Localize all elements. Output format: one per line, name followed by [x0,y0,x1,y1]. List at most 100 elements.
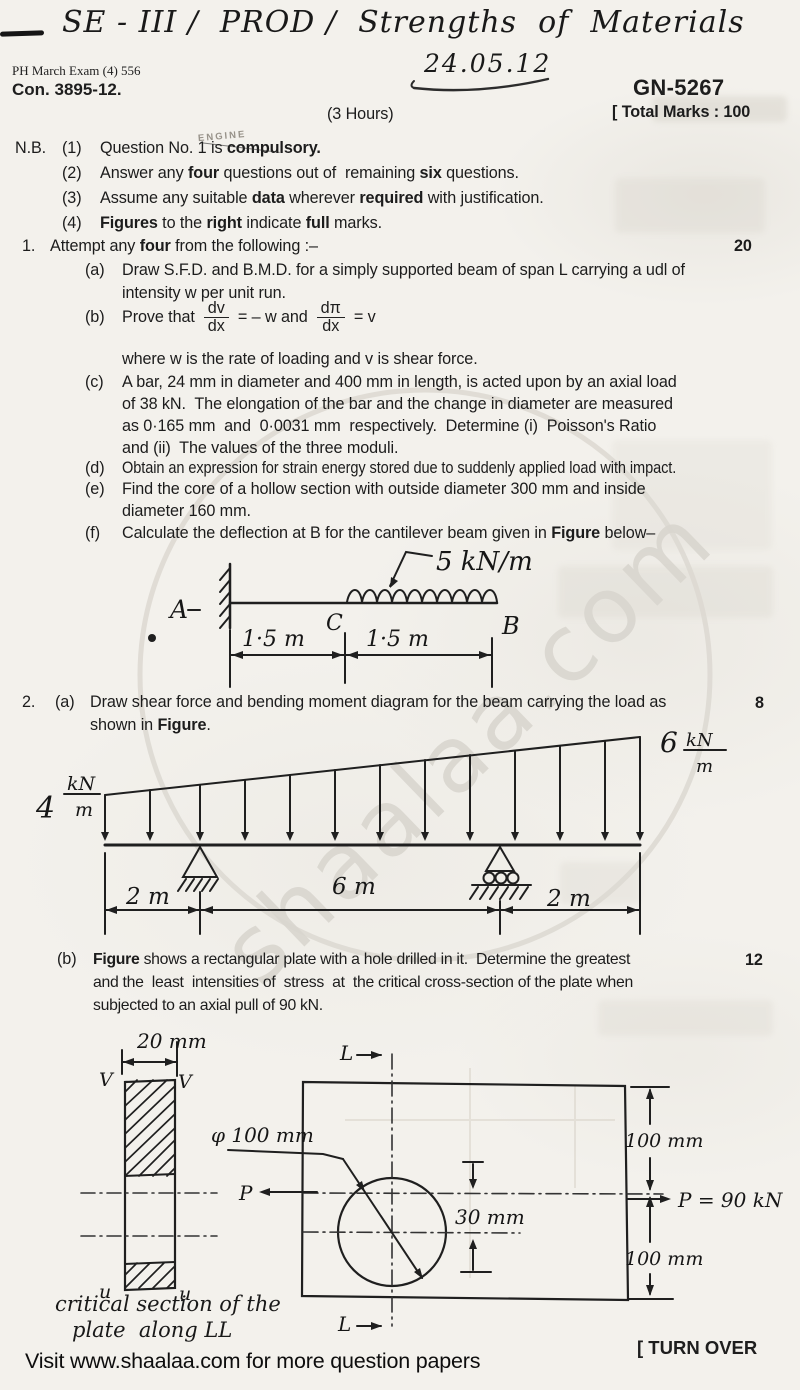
L-label-bottom: L [337,1312,351,1336]
dim-mid-label: 6 m [332,874,376,900]
q1b-prefix: Prove that [122,308,195,327]
strip-width-label: 20 mm [136,1029,207,1053]
roller-hatching [469,886,529,900]
udl-value-label: 5 kN/m [436,547,533,577]
duration-text: (3 Hours) [327,105,394,123]
q1b-equals-2: = v [353,308,376,327]
nb-item-number: (1) [62,139,82,157]
load-arrows [104,736,641,833]
q2b-line: subjected to an axial pull of 90 kN. [93,997,323,1014]
q1-intro: Attempt any four from the following :– [50,237,318,255]
fraction-denominator: dx [322,317,340,336]
figure-2b-plate-with-hole: 20 mm V V u u φ 100 mm P 30 mm 100 mm 10… [80,1029,784,1336]
nb-item-text: Question No. 1 is compulsory. [100,139,321,157]
q1c-line: and (ii) The values of the three moduli. [122,439,399,457]
roller-circle [494,871,508,885]
q1d-line: Obtain an expression for strain energy s… [122,459,677,477]
q1-number: 1. [22,237,36,255]
right-load-unit-numerator: kN [686,730,714,751]
pin-support-hatching [177,878,219,892]
handwritten-subject-title: SE - III / PROD / Strengths of Materials [62,5,745,40]
turn-over-text: [ TURN OVER [637,1337,758,1358]
q2a-label: (a) [55,693,75,711]
plate-outline [300,1080,630,1302]
left-load-unit-denominator: m [75,799,93,821]
offset-30mm-label: 30 mm [455,1205,525,1229]
load-top-line [104,736,641,796]
q1b-where-line: where w is the rate of loading and v is … [122,350,478,368]
section-strip-outline [123,1078,177,1292]
bleed-through-smudge [598,1000,773,1036]
bleed-through-smudge [652,96,787,122]
hole-diameter-label: φ 100 mm [211,1123,314,1147]
con-number: Con. 3895-12. [12,80,122,99]
q1c-line: A bar, 24 mm in diameter and 400 mm in l… [122,373,677,391]
q1-marks: 20 [734,237,752,255]
q1f-label: (f) [85,524,100,542]
q1a-label: (a) [85,261,105,279]
q1e-label: (e) [85,480,105,498]
q2-number: 2. [22,693,36,711]
roller-support-triangle [484,845,516,872]
exam-reference-text: PH March Exam (4) 556 [12,63,141,78]
dia-diameter-line [342,1158,423,1279]
left-load-value: 4 [35,791,55,826]
u-label-left: u [99,1281,111,1303]
footer-visit-note: Visit www.shaalaa.com for more question … [25,1349,481,1373]
nb-item-number: (2) [62,164,82,182]
udl-coil-load [346,589,498,603]
dim-left-label: 2 m [125,884,170,910]
q2b-line: Figure shows a rectangular plate with a … [93,951,631,968]
q1e-line: diameter 160 mm. [122,502,251,520]
wall-hatching [219,567,231,629]
q2a-line: shown in Figure. [90,716,211,734]
strip-centerlines [80,1192,218,1237]
point-a-label: A [168,595,188,624]
q1d-label: (d) [85,459,105,477]
fraction-numerator: dπ [316,299,345,319]
q1b-label: (b) [85,308,105,327]
fraction-denominator: dx [207,317,225,336]
strip-divider [124,1173,176,1177]
fraction-numerator: dv [203,299,229,319]
nb-item-text: Assume any suitable data wherever requir… [100,189,544,207]
q1b-equals-1: = – w and [237,308,308,327]
dim-100mm-bottom-label: 100 mm [625,1248,703,1270]
nb-item-number: (3) [62,189,82,207]
q1a-line: Draw S.F.D. and B.M.D. for a simply supp… [122,261,685,279]
plate-centerlines [302,1053,664,1327]
right-load-value: 6 [660,726,678,759]
figure-caption-line: plate along LL [72,1318,233,1342]
q2b-line: and the least intensities of stress at t… [93,974,633,991]
dia-leader-line [227,1149,344,1160]
figure-1f-cantilever-beam: 5 kN/m A C B 1·5 m 1·5 m [148,547,533,688]
figure-caption-line: critical section of the [55,1292,281,1316]
q2a-marks: 8 [755,694,764,712]
load-label-arrow [389,550,433,587]
strip-top-hatching [124,1079,176,1177]
left-load-unit-numerator: kN [67,773,97,795]
dim-100mm-top-label: 100 mm [625,1130,703,1152]
nb-item-text: Answer any four questions out of remaini… [100,164,519,182]
date-underline-stroke [410,77,550,92]
arrowheads [148,577,490,659]
handwritten-exam-date: 24.05.12 [424,49,552,78]
arrowheads [101,832,644,914]
q2a-line: Draw shear force and bending moment diag… [90,693,667,711]
q1a-line: intensity w per unit run. [122,284,286,302]
nb-label: N.B. [15,139,47,157]
u-label-right: u [179,1283,191,1305]
nb-item-text: Figures to the right indicate full marks… [100,214,382,232]
strip-bottom-hatching [124,1262,176,1289]
nb-item-number: (4) [62,214,82,232]
q1c-line: as 0·165 mm and 0·0031 mm respectively. … [122,417,657,435]
L-label-top: L [339,1041,353,1065]
q1e-line: Find the core of a hollow section with o… [122,480,646,498]
v-label-left: V [99,1069,115,1091]
q2b-marks: 12 [745,951,763,969]
